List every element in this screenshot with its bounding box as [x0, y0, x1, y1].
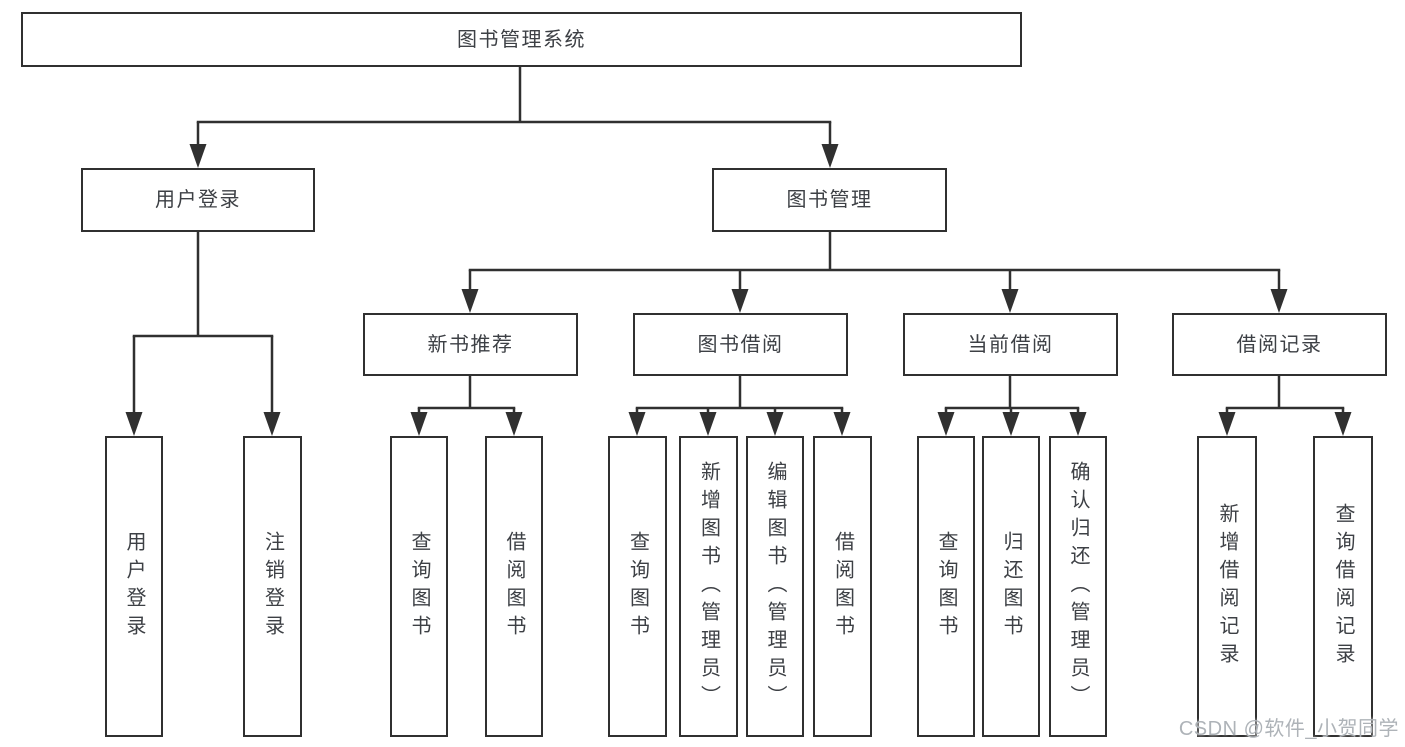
node-leaf-add-borrow-rec: 新增借阅记录: [1197, 436, 1257, 737]
arrow-down-icon: [766, 412, 784, 436]
node-label: 查询图书: [935, 530, 957, 643]
node-leaf-query-borrow-rec: 查询借阅记录: [1313, 436, 1373, 737]
node-new-book-recommend: 新书推荐: [363, 313, 578, 376]
arrow-down-icon: [937, 412, 955, 436]
node-leaf-logout: 注销登录: [243, 436, 302, 737]
node-label: 用户登录: [123, 530, 145, 643]
node-label: 确认归还（管理员）: [1067, 460, 1089, 713]
arrow-down-icon: [731, 289, 749, 313]
node-label: 用户登录: [155, 189, 241, 211]
watermark: CSDN @软件_小贺同学: [1178, 718, 1399, 740]
node-book-borrowing: 图书借阅: [633, 313, 848, 376]
arrow-down-icon: [628, 412, 646, 436]
node-leaf-query-books-3: 查询图书: [917, 436, 975, 737]
node-borrowing-records: 借阅记录: [1172, 313, 1387, 376]
node-leaf-query-books-1: 查询图书: [390, 436, 448, 737]
node-label: 当前借阅: [967, 333, 1054, 356]
node-leaf-borrow-books-1: 借阅图书: [485, 436, 543, 737]
node-leaf-return-books: 归还图书: [982, 436, 1040, 737]
arrow-down-icon: [410, 412, 428, 436]
node-label: 查询图书: [626, 530, 649, 643]
node-label: 图书管理系统: [457, 28, 586, 51]
arrow-down-icon: [821, 144, 839, 168]
arrow-down-icon: [189, 144, 207, 168]
node-label: 新增图书（管理员）: [697, 460, 720, 713]
node-label: 借阅记录: [1236, 333, 1323, 356]
arrow-down-icon: [461, 289, 479, 313]
node-leaf-borrow-books-2: 借阅图书: [813, 436, 872, 737]
node-label: 借阅图书: [831, 530, 854, 643]
node-label: 归还图书: [1000, 530, 1022, 643]
arrow-down-icon: [263, 412, 281, 436]
node-label: 新书推荐: [427, 333, 514, 356]
arrow-down-icon: [1001, 289, 1019, 313]
node-label: 查询借阅记录: [1332, 502, 1354, 671]
node-label: 图书借阅: [697, 333, 784, 356]
node-leaf-user-login: 用户登录: [105, 436, 163, 737]
node-leaf-query-books-2: 查询图书: [608, 436, 667, 737]
node-book-management: 图书管理: [712, 168, 947, 232]
node-leaf-edit-books: 编辑图书（管理员）: [746, 436, 804, 737]
node-label: 编辑图书（管理员）: [764, 460, 786, 713]
node-root-system: 图书管理系统: [21, 12, 1022, 67]
arrow-down-icon: [1218, 412, 1236, 436]
arrow-down-icon: [699, 412, 717, 436]
arrow-down-icon: [1334, 412, 1352, 436]
arrow-down-icon: [1069, 412, 1087, 436]
node-label: 图书管理: [786, 189, 873, 211]
node-label: 借阅图书: [503, 530, 525, 643]
node-label: 查询图书: [408, 530, 430, 643]
arrow-down-icon: [125, 412, 143, 436]
node-leaf-add-books: 新增图书（管理员）: [679, 436, 738, 737]
arrow-down-icon: [1002, 412, 1020, 436]
arrow-down-icon: [505, 412, 523, 436]
node-label: 新增借阅记录: [1216, 502, 1238, 671]
node-user-login: 用户登录: [81, 168, 315, 232]
node-label: 注销登录: [261, 530, 284, 643]
node-leaf-confirm-return: 确认归还（管理员）: [1049, 436, 1107, 737]
node-current-borrowing: 当前借阅: [903, 313, 1118, 376]
arrow-down-icon: [833, 412, 851, 436]
arrow-down-icon: [1270, 289, 1288, 313]
